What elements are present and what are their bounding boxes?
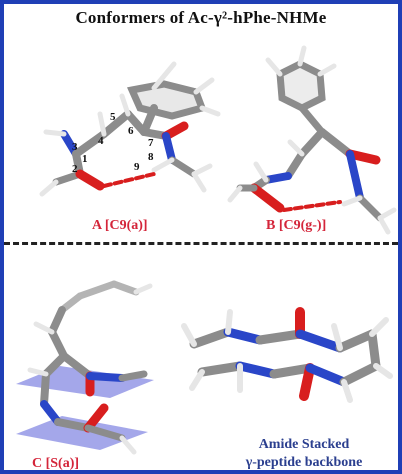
atom-number: 9 bbox=[134, 161, 140, 173]
atom-number: 4 bbox=[98, 135, 104, 147]
atom-number: 6 bbox=[128, 125, 134, 137]
caption-d-line1: Amide Stacked bbox=[258, 437, 350, 452]
atom-number: 3 bbox=[72, 141, 78, 153]
atom-number: 8 bbox=[148, 151, 154, 163]
figure-title: Conformers of Ac-γ²-hPhe-NHMe bbox=[75, 8, 327, 27]
conformer-a-model: 1 2 3 4 5 6 7 8 9 bbox=[39, 61, 221, 197]
amide-plane-lower bbox=[16, 416, 148, 450]
panel-divider bbox=[4, 242, 398, 245]
atom-number: 7 bbox=[148, 137, 154, 149]
conformer-b-model bbox=[227, 45, 397, 235]
conformer-c-model bbox=[16, 280, 154, 455]
atom-number: 1 bbox=[82, 153, 88, 165]
atom-number: 5 bbox=[110, 111, 116, 123]
caption-d-line2: γ-peptide backbone bbox=[245, 455, 363, 470]
atom-number: 2 bbox=[72, 163, 78, 175]
caption-b: B [C9(g-)] bbox=[266, 218, 327, 233]
hbond-b bbox=[282, 200, 342, 212]
hbond-a bbox=[102, 172, 156, 188]
caption-c: C [S(a)] bbox=[32, 456, 80, 471]
conformer-d-model bbox=[181, 307, 393, 403]
caption-d: Amide Stacked γ-peptide backbone bbox=[224, 436, 384, 470]
caption-a: A [C9(a)] bbox=[92, 218, 148, 233]
